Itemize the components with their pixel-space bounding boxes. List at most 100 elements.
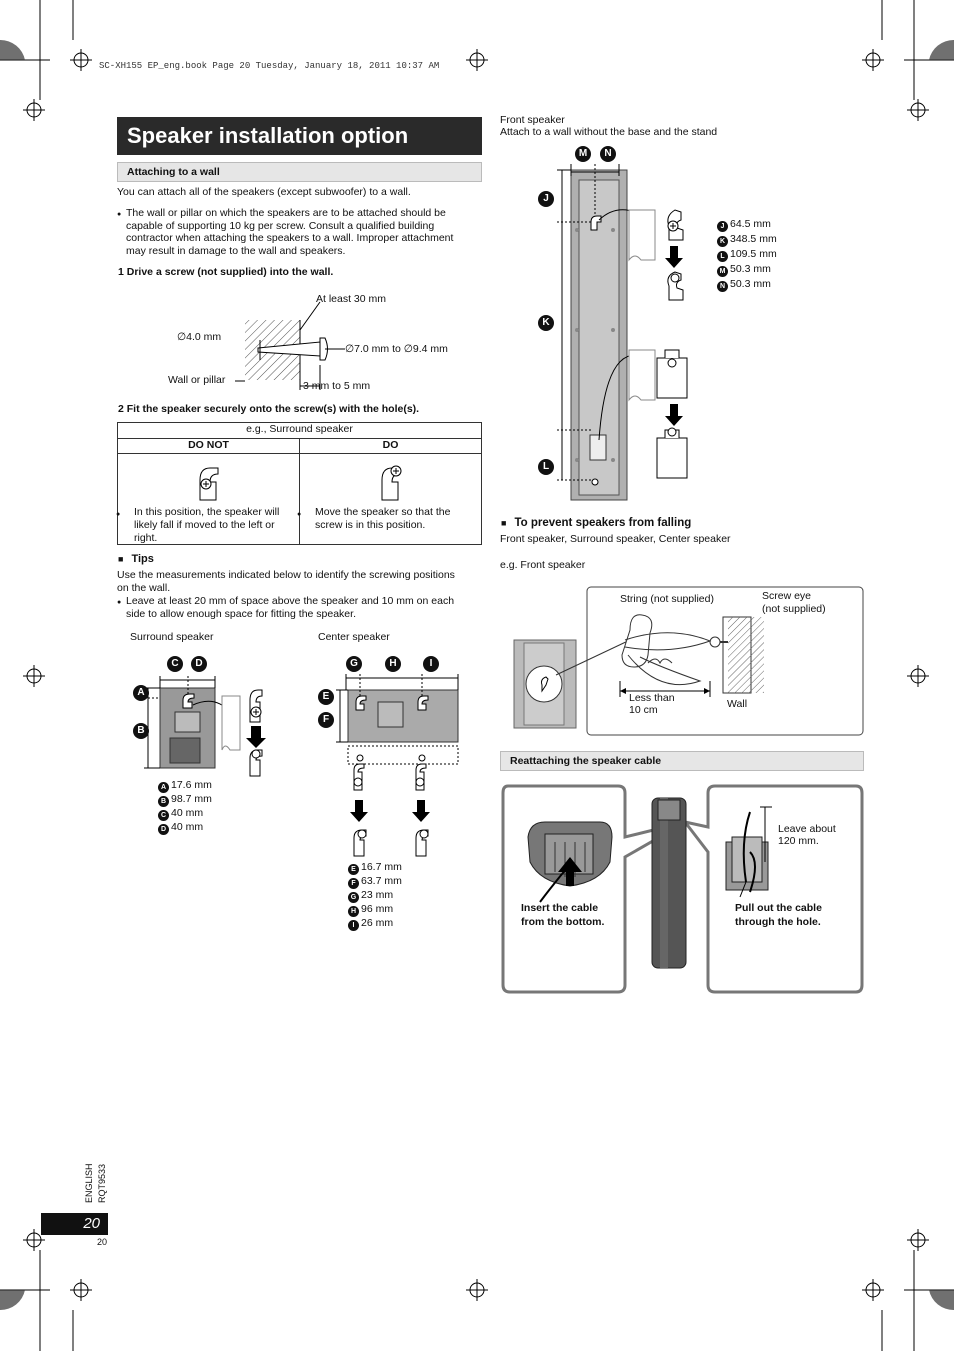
speaker-hole-correct-icon	[381, 465, 402, 501]
warning-line: contractor when attaching the speakers t…	[126, 232, 454, 245]
donot-cell: In this position, the speaker will likel…	[116, 453, 300, 545]
string-diagram	[513, 586, 864, 736]
marker-k: K	[538, 315, 554, 331]
center-speaker-label: Center speaker	[318, 631, 390, 643]
step-1: 1 Drive a screw (not supplied) into the …	[118, 266, 334, 278]
label-diameter-range: ∅7.0 mm to ∅9.4 mm	[345, 343, 448, 355]
measure-value: 17.6 mm	[171, 779, 212, 791]
col-do: DO	[299, 438, 482, 454]
do-donot-table: e.g., Surround speaker DO NOT DO In this…	[116, 422, 482, 545]
surround-speaker-diagram	[144, 676, 266, 777]
measure-value: 50.3 mm	[730, 263, 771, 275]
prevent-heading: To prevent speakers from falling	[501, 517, 691, 530]
marker-e: E	[318, 689, 334, 705]
insert-label-1: Insert the cable	[521, 902, 599, 914]
front-speaker-label: Front speaker	[500, 114, 565, 126]
pull-label-2: through the hole.	[735, 916, 821, 928]
label-less-than-1: Less than	[629, 692, 675, 704]
front-speaker-diagram	[557, 164, 688, 501]
center-speaker-diagram	[336, 674, 459, 857]
tips-bullet: Leave at least 20 mm of space above the …	[117, 595, 486, 620]
screw-diagram	[235, 301, 345, 390]
front-speaker-sub: Attach to a wall without the base and th…	[500, 126, 718, 138]
label-at-least: At least 30 mm	[316, 293, 387, 305]
section-heading-reattach: Reattaching the speaker cable	[500, 751, 864, 771]
marker-b: B	[133, 723, 149, 739]
do-line: screw is in this position.	[315, 519, 426, 531]
footer-code: RQT9533	[97, 1163, 107, 1203]
speaker-hole-wrong-icon	[199, 467, 219, 501]
do-line: Move the speaker so that the	[315, 506, 451, 518]
prevent-sub: Front speaker, Surround speaker, Center …	[500, 533, 731, 545]
donot-line: likely fall if moved to the left or	[134, 519, 275, 531]
leave-label-2: 120 mm.	[778, 835, 819, 847]
warning-line: may result in damage to the wall and spe…	[126, 244, 346, 257]
measure-value: 63.7 mm	[361, 875, 402, 887]
measure-value: 23 mm	[361, 889, 394, 901]
footer-language: ENGLISH	[84, 1163, 94, 1203]
marker-a: A	[133, 685, 149, 701]
donot-line: In this position, the speaker will	[134, 506, 280, 518]
tips-heading: Tips	[118, 553, 153, 566]
surround-speaker-label: Surround speaker	[130, 631, 214, 643]
measure-value: 109.5 mm	[730, 248, 777, 260]
tips-line: on the wall.	[117, 581, 171, 594]
page-number: 20	[41, 1213, 108, 1235]
tips-text: Use the measurements indicated below to …	[117, 569, 483, 594]
label-wall: Wall	[727, 698, 748, 710]
marker-i: I	[423, 656, 439, 672]
marker-d: D	[191, 656, 207, 672]
tips-bullet-line: side to allow enough space for fitting t…	[126, 607, 356, 620]
label-string: String (not supplied)	[620, 593, 714, 605]
label-screw-eye-2: (not supplied)	[762, 603, 826, 615]
measure-value: 64.5 mm	[730, 218, 771, 230]
label-less-than-2: 10 cm	[629, 704, 658, 716]
marker-m: M	[575, 146, 591, 162]
do-cell: Move the speaker so that the screw is in…	[297, 453, 482, 545]
marker-g: G	[346, 656, 362, 672]
table-caption: e.g., Surround speaker	[117, 422, 482, 439]
measure-value: 98.7 mm	[171, 793, 212, 805]
page-number-small: 20	[97, 1237, 108, 1247]
page-title: Speaker installation option	[117, 117, 482, 155]
warning-line: capable of supporting 10 kg per screw. C…	[126, 219, 435, 232]
tips-bullet-line: Leave at least 20 mm of space above the …	[126, 595, 455, 607]
prevent-eg: e.g. Front speaker	[500, 559, 586, 571]
wall-warning: The wall or pillar on which the speakers…	[117, 207, 486, 257]
step-2: 2 Fit the speaker securely onto the scre…	[118, 403, 420, 415]
marker-l: L	[538, 459, 554, 475]
warning-line: The wall or pillar on which the speakers…	[126, 207, 446, 219]
marker-h: H	[385, 656, 401, 672]
label-wall-or-pillar: Wall or pillar	[168, 374, 226, 386]
label-screw-eye-1: Screw eye	[762, 590, 812, 602]
measure-value: 348.5 mm	[730, 233, 777, 245]
wall-intro: You can attach all of the speakers (exce…	[117, 186, 411, 198]
measure-value: 96 mm	[361, 903, 394, 915]
insert-label-2: from the bottom.	[521, 916, 605, 928]
tips-line: Use the measurements indicated below to …	[117, 569, 455, 581]
measure-value: 50.3 mm	[730, 278, 771, 290]
label-diameter-small: ∅4.0 mm	[177, 331, 222, 343]
print-header: SC-XH155 EP_eng.book Page 20 Tuesday, Ja…	[99, 61, 440, 71]
measure-value: 40 mm	[171, 821, 204, 833]
section-heading-attach: Attaching to a wall	[117, 162, 482, 182]
leave-label-1: Leave about	[778, 823, 836, 835]
measure-value: 40 mm	[171, 807, 204, 819]
marker-c: C	[167, 656, 183, 672]
